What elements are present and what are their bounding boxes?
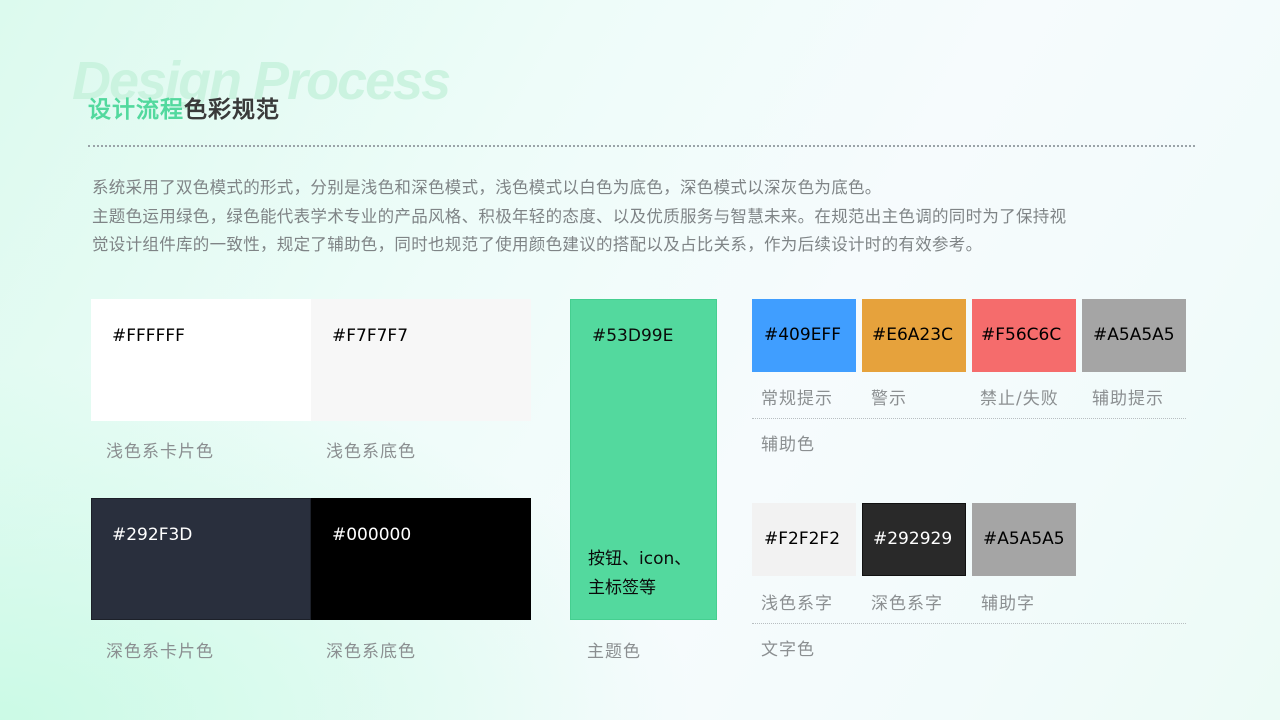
group-label-text-colors: 文字色	[761, 640, 815, 660]
swatch-label: 深色系字	[871, 594, 943, 614]
swatch-text-secondary: #A5A5A5	[972, 503, 1076, 576]
swatch-hex: #F56C6C	[981, 325, 1062, 345]
group-label-auxiliary: 辅助色	[761, 435, 815, 455]
swatch-label: 辅助提示	[1092, 389, 1164, 409]
theme-usage-line: 按钮、icon、	[588, 549, 692, 569]
swatch-label: 浅色系字	[761, 594, 833, 614]
description: 系统采用了双色模式的形式，分别是浅色和深色模式，浅色模式以白色为底色，深色模式以…	[92, 174, 1202, 260]
swatch-dark-card: #292F3D	[91, 498, 311, 620]
swatch-hex: #FFFFFF	[112, 326, 185, 346]
swatch-label: 警示	[871, 389, 907, 409]
swatch-light-bg: #F7F7F7	[311, 299, 531, 421]
swatch-hex: #A5A5A5	[1093, 325, 1175, 345]
swatch-hex: #409EFF	[764, 325, 841, 345]
swatch-hex: #E6A23C	[872, 325, 953, 345]
swatch-label: 辅助字	[981, 594, 1035, 614]
swatch-info: #409EFF	[752, 299, 856, 372]
swatch-text-dark: #292929	[862, 503, 966, 576]
swatch-label: 常规提示	[761, 389, 833, 409]
swatch-label: 禁止/失败	[980, 389, 1059, 409]
swatch-label: 浅色系底色	[326, 442, 416, 462]
title-highlight: 设计流程	[88, 97, 184, 123]
swatch-hex: #292929	[873, 529, 953, 549]
swatch-light-card: #FFFFFF	[91, 299, 311, 421]
page-title: 设计流程色彩规范	[88, 90, 280, 124]
description-line: 主题色运用绿色，绿色能代表学术专业的产品风格、积极年轻的态度、以及优质服务与智慧…	[92, 206, 1067, 226]
swatch-label: 主题色	[587, 642, 641, 662]
swatch-secondary: #A5A5A5	[1082, 299, 1186, 372]
swatch-hex: #53D99E	[592, 326, 674, 346]
description-line: 觉设计组件库的一致性，规定了辅助色，同时也规范了使用颜色建议的搭配以及占比关系，…	[92, 235, 983, 254]
swatch-hex: #A5A5A5	[983, 529, 1065, 549]
swatch-label: 浅色系卡片色	[106, 442, 214, 462]
swatch-warning: #E6A23C	[862, 299, 966, 372]
swatch-dark-bg: #000000	[311, 498, 531, 620]
swatch-hex: #292F3D	[112, 525, 193, 545]
theme-usage-line: 主标签等	[588, 578, 656, 598]
description-line: 系统采用了双色模式的形式，分别是浅色和深色模式，浅色模式以白色为底色，深色模式以…	[92, 178, 882, 197]
swatch-text-light: #F2F2F2	[752, 503, 856, 576]
swatch-label: 深色系底色	[326, 642, 416, 662]
swatch-label: 深色系卡片色	[106, 642, 214, 662]
swatch-hex: #000000	[332, 525, 412, 545]
swatch-theme: #53D99E 按钮、icon、 主标签等	[570, 299, 717, 620]
text-colors-divider	[752, 623, 1186, 624]
swatch-hex: #F7F7F7	[332, 326, 409, 346]
swatch-error: #F56C6C	[972, 299, 1076, 372]
title-main: 色彩规范	[184, 97, 280, 123]
swatch-hex: #F2F2F2	[764, 529, 841, 549]
watermark-text: Design Process	[72, 51, 451, 111]
header-divider	[88, 145, 1195, 147]
auxiliary-divider	[752, 418, 1186, 419]
